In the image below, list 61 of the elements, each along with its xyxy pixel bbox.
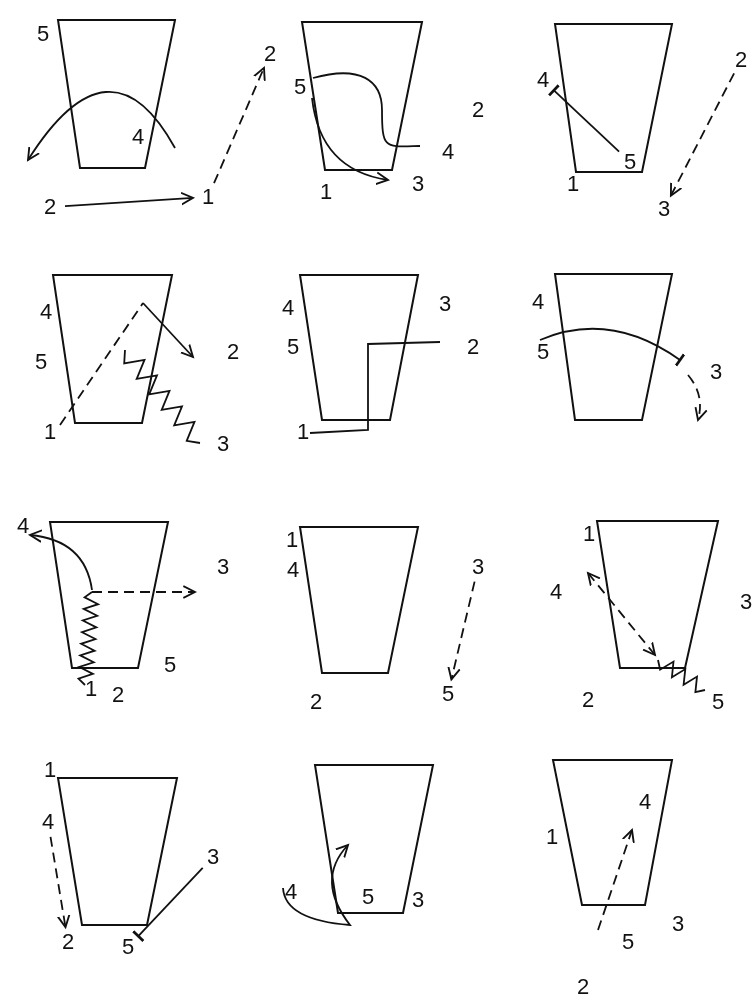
number-label: 3 <box>215 555 231 579</box>
number-label: 5 <box>285 335 301 359</box>
number-label: 1 <box>42 420 58 444</box>
number-label: 4 <box>530 290 546 314</box>
number-label: 4 <box>280 296 296 320</box>
number-label: 1 <box>295 420 311 444</box>
number-label: 2 <box>580 688 596 712</box>
number-label: 5 <box>120 935 136 959</box>
number-label: 5 <box>292 75 308 99</box>
number-label: 1 <box>284 528 300 552</box>
number-label: 3 <box>656 197 672 221</box>
number-label: 1 <box>200 185 216 209</box>
number-label: 4 <box>535 68 551 92</box>
number-label: 3 <box>437 292 453 316</box>
number-label: 2 <box>308 690 324 714</box>
number-label: 5 <box>622 150 638 174</box>
number-label: 3 <box>410 172 426 196</box>
number-label: 2 <box>42 195 58 219</box>
dashed-arrow <box>49 835 71 929</box>
number-label: 2 <box>733 48 749 72</box>
number-label: 2 <box>60 930 76 954</box>
number-label: 3 <box>708 360 724 384</box>
number-label: 4 <box>283 880 299 904</box>
number-label: 2 <box>575 975 591 999</box>
number-label: 1 <box>318 180 334 204</box>
number-label: 3 <box>410 888 426 912</box>
number-label: 4 <box>548 580 564 604</box>
number-label: 4 <box>15 514 31 538</box>
number-label: 4 <box>40 810 56 834</box>
number-label: 5 <box>35 22 51 46</box>
number-label: 5 <box>162 653 178 677</box>
dashed-arrow <box>447 580 476 681</box>
number-label: 5 <box>535 340 551 364</box>
dashed-arrow <box>213 66 266 185</box>
number-label: 1 <box>544 825 560 849</box>
number-label: 5 <box>620 930 636 954</box>
number-label: 1 <box>581 522 597 546</box>
number-label: 5 <box>710 690 726 714</box>
number-label: 4 <box>130 125 146 149</box>
number-label: 3 <box>670 912 686 936</box>
number-label: 1 <box>565 172 581 196</box>
number-label: 2 <box>225 340 241 364</box>
number-label: 4 <box>38 300 54 324</box>
number-label: 1 <box>83 677 99 701</box>
number-label: 4 <box>637 790 653 814</box>
number-label: 5 <box>33 350 49 374</box>
dashed-arrow <box>669 72 735 197</box>
number-label: 5 <box>360 885 376 909</box>
number-label: 3 <box>470 555 486 579</box>
number-label: 4 <box>440 140 456 164</box>
number-label: 1 <box>42 758 58 782</box>
number-label: 3 <box>738 590 753 614</box>
number-label: 4 <box>285 558 301 582</box>
number-label: 2 <box>262 42 278 66</box>
number-label: 2 <box>465 335 481 359</box>
number-label: 3 <box>215 432 231 456</box>
number-label: 3 <box>205 845 221 869</box>
number-label: 2 <box>110 683 126 707</box>
number-label: 2 <box>470 98 486 122</box>
arrow <box>64 191 194 207</box>
number-label: 5 <box>440 682 456 706</box>
